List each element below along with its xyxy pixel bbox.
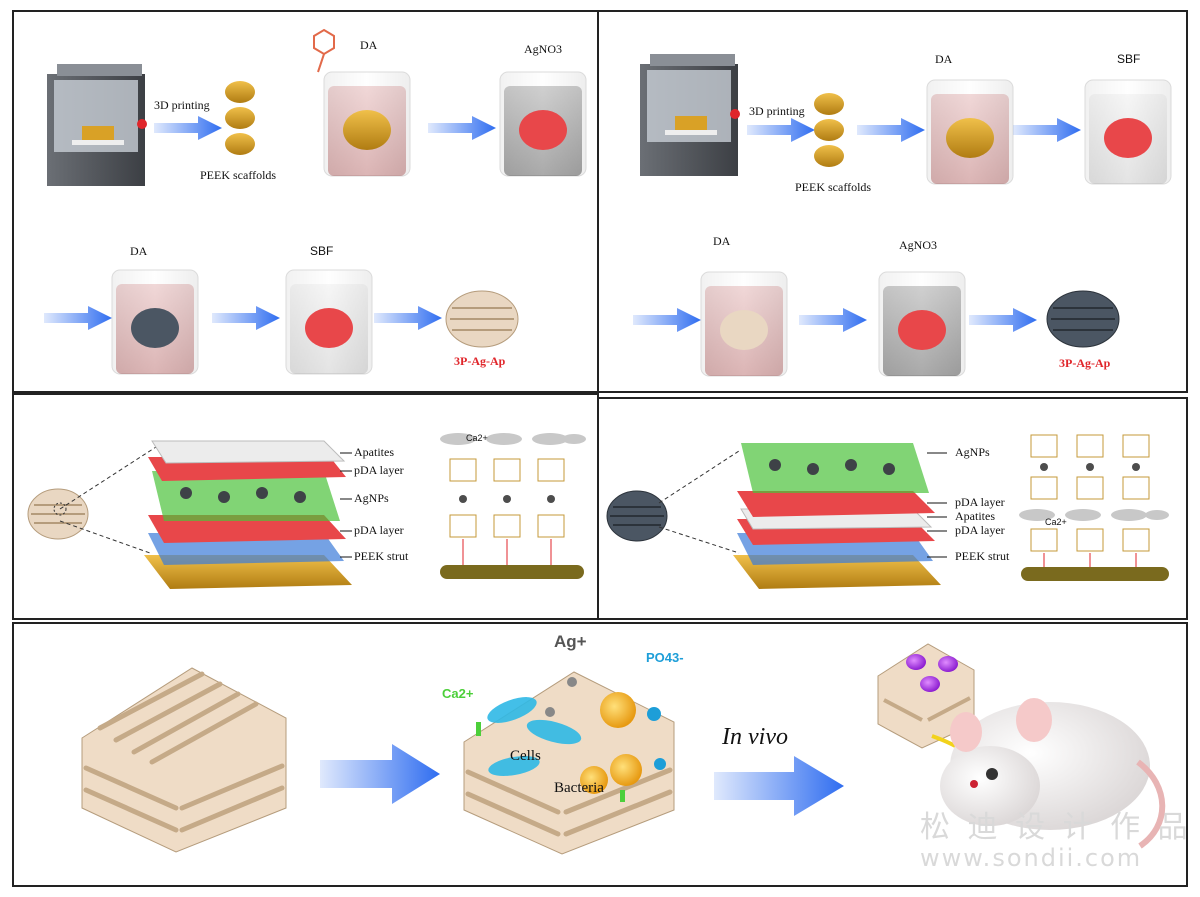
layer-label-2: pDA layer [955,495,1005,509]
label-sbf: SBF [1117,52,1141,66]
scaffold-with-cells [463,671,675,855]
arrow [747,118,815,142]
label-3d-printing: 3D printing [154,98,210,112]
arrow [374,306,442,330]
arrow [799,308,867,332]
panel-c-layers: Apatites pDA layer AgNPs pDA layer PEEK … [12,393,599,620]
chemical-structure-a [440,433,586,579]
zoom-lines [59,446,157,554]
arrow [154,116,222,140]
printer-a [47,64,147,186]
panel-b-fabrication: 3D printing PEEK scaffolds DA SBF DA AgN… [597,10,1188,393]
label-cells: Cells [510,748,541,764]
watermark-line2: www.sondii.com [920,844,1143,872]
leader-lines [927,452,947,558]
printer-b [640,54,740,176]
arrow-large [714,756,844,816]
beaker-da-1 [926,79,1014,185]
ca-label-a: Ca2+ [466,433,488,443]
label-ca-ion: Ca2+ [442,686,474,701]
label-3d-printing: 3D printing [749,104,805,118]
label-product-b: 3P-Ag-Ap [1059,356,1111,370]
layer-label-4: pDA layer [354,523,404,537]
scaffold-icon [606,490,668,542]
arrow [857,118,925,142]
label-da-2: DA [130,244,148,258]
beaker-da-2 [700,271,788,377]
leader-lines [340,452,352,558]
panel-d-layers: AgNPs pDA layer Apatites pDA layer PEEK … [597,397,1188,620]
label-peek-scaffolds: PEEK scaffolds [795,180,872,194]
watermark-line1: 松 迪 设 计 作 品 [920,810,1192,845]
label-agno3: AgNO3 [899,238,937,252]
scaffold-large [81,667,287,853]
label-sbf: SBF [310,244,334,258]
zoom-lines [658,450,740,554]
label-in-vivo: In vivo [722,724,788,750]
product-scaffold-a [445,290,519,348]
label-peek-scaffolds: PEEK scaffolds [200,168,277,182]
panel-a-fabrication: 3D printing PEEK scaffolds DA AgNO3 DA S… [12,10,599,393]
beaker-da-1 [323,71,411,177]
label-bacteria: Bacteria [554,780,604,796]
product-scaffold-b [1046,290,1120,348]
arrow [969,308,1037,332]
scaffold-icon [27,488,89,540]
layer-label-5: PEEK strut [354,549,409,563]
label-ag-ion: Ag+ [554,632,587,651]
label-po4-ion: PO43- [646,650,684,665]
panel-e-in-vivo: Ag+ PO43- Ca2+ Cells Bacteria In vivo 松 … [12,622,1188,887]
label-product-a: 3P-Ag-Ap [454,354,506,368]
beaker-sbf [285,269,373,375]
arrow [44,306,112,330]
layer-label-1: Apatites [354,445,394,459]
layer-label-5: PEEK strut [955,549,1010,563]
layer-label-3: Apatites [955,509,995,523]
ca-label-b: Ca2+ [1045,517,1067,527]
label-da-2: DA [713,234,731,248]
layer-stack-a [144,440,352,589]
beaker-agno3 [878,271,966,377]
arrow [1013,118,1081,142]
arrow-large [320,744,440,804]
layer-stack-b [733,443,941,589]
da-molecule-icon [313,28,335,73]
label-agno3: AgNO3 [524,42,562,56]
layer-label-3: AgNPs [354,491,389,505]
beaker-agno3 [499,71,587,177]
layer-label-2: pDA layer [354,463,404,477]
arrow [428,116,496,140]
arrow [212,306,280,330]
layer-label-1: AgNPs [955,445,990,459]
label-da-1: DA [935,52,953,66]
layer-label-4: pDA layer [955,523,1005,537]
beaker-da-2 [111,269,199,375]
label-da-1: DA [360,38,378,52]
chemical-structure-b [1019,434,1169,581]
peek-scaffolds-stack [225,81,255,155]
arrow [633,308,701,332]
peek-scaffolds-stack [814,93,844,167]
beaker-sbf [1084,79,1172,185]
mouse-illustration [877,643,1166,849]
